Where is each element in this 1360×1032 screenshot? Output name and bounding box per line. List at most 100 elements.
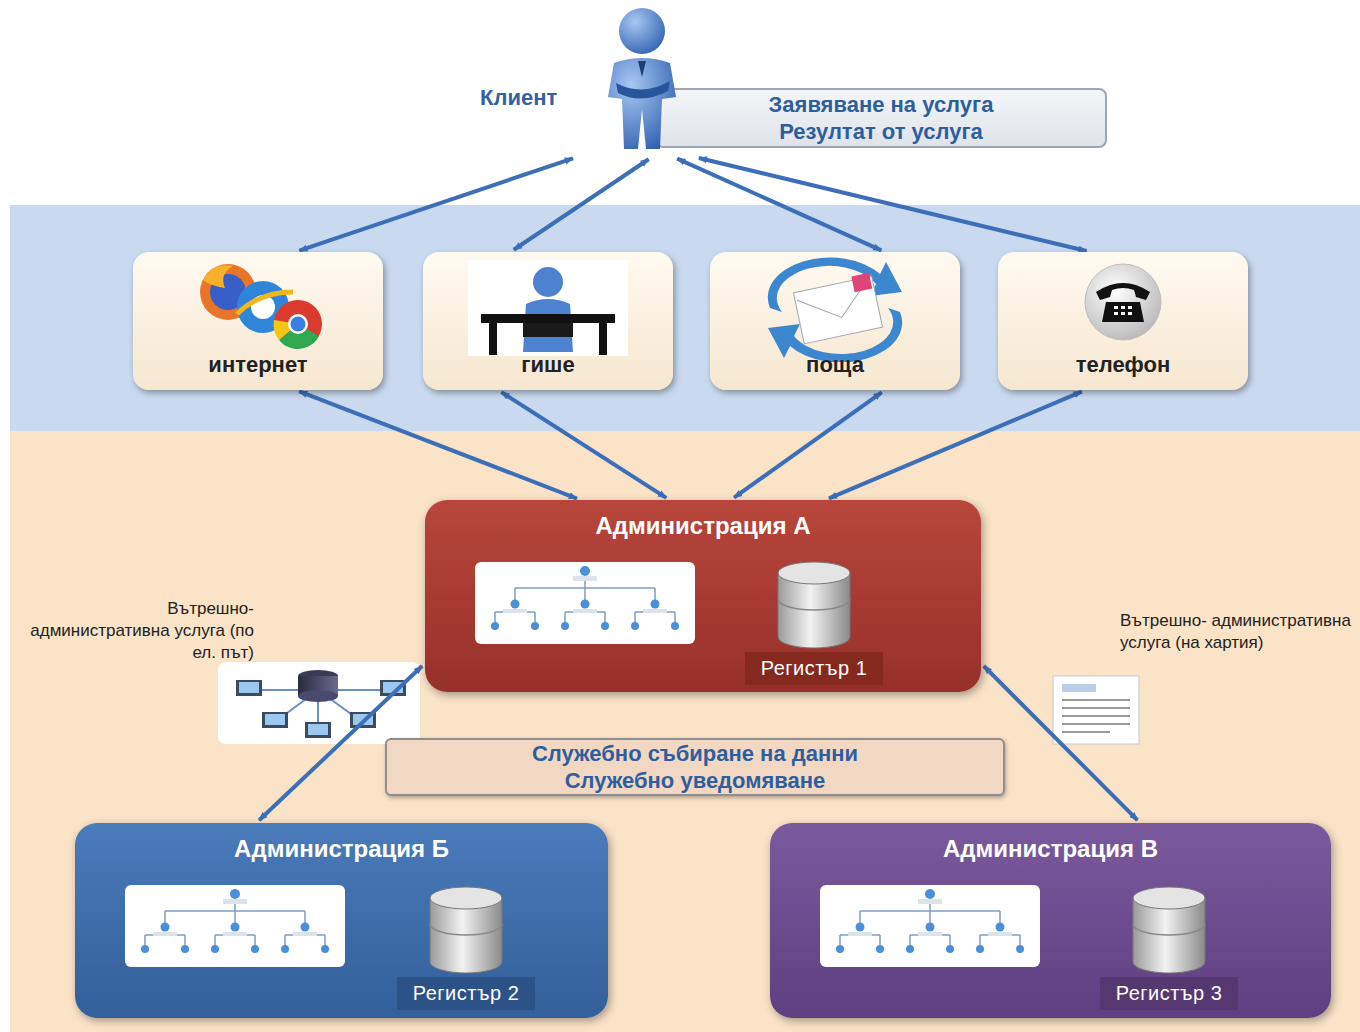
node-text: гише	[521, 352, 574, 378]
note-label: Вътрешно- административна услуга (на хар…	[1120, 610, 1352, 654]
note-label: Вътрешно- административна услуга (по ел.…	[28, 598, 254, 664]
svg-circle	[161, 923, 170, 932]
svg-circle	[181, 945, 189, 953]
connector-arrow	[699, 158, 1087, 251]
database-cylinder	[1129, 884, 1209, 976]
svg-circle	[926, 923, 935, 932]
svg-line	[1062, 707, 1130, 709]
svg-rect	[851, 273, 872, 292]
org-chart-picture	[475, 562, 695, 644]
svg-rect	[1121, 312, 1125, 315]
node-text: Регистър 2	[397, 977, 536, 1010]
svg-rect	[1053, 676, 1139, 744]
svg-g	[141, 889, 329, 953]
administration-box: Администрация БРегистър 2	[75, 823, 608, 1018]
svg-circle	[274, 300, 322, 348]
svg-path	[1102, 302, 1144, 322]
svg-rect	[599, 323, 607, 355]
svg-rect	[489, 323, 497, 355]
svg-rect	[918, 899, 942, 904]
svg-ellipse	[430, 887, 502, 909]
svg-rect	[236, 680, 262, 696]
svg-path	[840, 899, 1020, 945]
database-cylinder	[774, 559, 854, 651]
svg-circle	[531, 622, 539, 630]
svg-circle	[141, 945, 149, 953]
svg-path	[638, 61, 646, 77]
svg-circle	[601, 622, 609, 630]
client: Клиент	[480, 5, 695, 157]
svg-circle	[976, 945, 984, 953]
svg-circle	[321, 945, 329, 953]
channel-box: телефон	[998, 252, 1248, 390]
svg-path	[1133, 924, 1205, 935]
service-request-box: Заявяване на услуга Резултат от услуга	[655, 88, 1107, 148]
svg-line	[1062, 731, 1110, 733]
svg-line	[1062, 715, 1130, 717]
svg-circle	[651, 600, 660, 609]
mail-icon	[710, 252, 960, 362]
connector-arrow	[734, 392, 882, 497]
connector-arrow	[829, 392, 1082, 499]
svg-circle	[619, 8, 665, 54]
svg-circle	[1016, 945, 1024, 953]
svg-rect	[125, 885, 345, 967]
svg-rect	[573, 609, 597, 613]
svg-ellipse	[1133, 887, 1205, 909]
svg-circle	[291, 317, 306, 332]
browser-icons	[133, 252, 383, 352]
svg-circle	[906, 945, 914, 953]
svg-g	[491, 566, 679, 630]
svg-circle	[836, 945, 844, 953]
node-text: Служебно събиране на данни Служебно увед…	[495, 740, 895, 795]
svg-circle	[231, 923, 240, 932]
node-text: Клиент	[480, 85, 557, 111]
svg-rect	[1114, 312, 1118, 315]
client-figure	[592, 5, 692, 153]
register: Регистър 3	[1075, 880, 1263, 1010]
counter-icon	[423, 252, 673, 362]
svg-circle	[876, 945, 884, 953]
svg-path	[203, 265, 233, 288]
svg-rect	[308, 724, 328, 735]
node-text: телефон	[1076, 352, 1171, 378]
connector-arrow	[984, 666, 1138, 820]
connector-arrow	[299, 391, 577, 498]
svg-rect	[475, 562, 695, 644]
svg-rect	[573, 576, 597, 581]
connector-arrow	[677, 159, 881, 251]
administration-band	[10, 431, 1360, 1032]
svg-g	[236, 680, 406, 738]
svg-rect	[223, 932, 247, 936]
svg-line	[1062, 723, 1130, 725]
svg-g	[836, 889, 1024, 953]
channel-box: интернет	[133, 252, 383, 390]
svg-g	[495, 576, 675, 622]
svg-circle	[211, 945, 219, 953]
svg-circle	[581, 600, 590, 609]
svg-ellipse	[778, 562, 850, 584]
svg-rect	[468, 260, 628, 356]
svg-g	[503, 576, 667, 613]
org-chart-picture	[820, 885, 1040, 967]
svg-circle	[301, 923, 310, 932]
svg-circle	[251, 945, 259, 953]
svg-rect	[223, 899, 247, 904]
svg-g	[848, 899, 1012, 936]
svg-path	[616, 81, 670, 99]
node-text: интернет	[208, 352, 307, 378]
svg-g	[840, 899, 1020, 945]
svg-circle	[511, 600, 520, 609]
channel-band	[10, 205, 1360, 431]
svg-g	[145, 899, 325, 945]
node-text: Администрация В	[770, 835, 1331, 863]
paper-document	[1053, 676, 1139, 744]
svg-circle	[288, 314, 308, 334]
svg-rect	[265, 714, 285, 725]
svg-circle	[561, 622, 569, 630]
connector-arrow	[514, 159, 649, 250]
svg-circle	[946, 945, 954, 953]
svg-g	[1062, 700, 1130, 732]
svg-circle	[996, 923, 1005, 932]
svg-rect	[218, 662, 420, 744]
